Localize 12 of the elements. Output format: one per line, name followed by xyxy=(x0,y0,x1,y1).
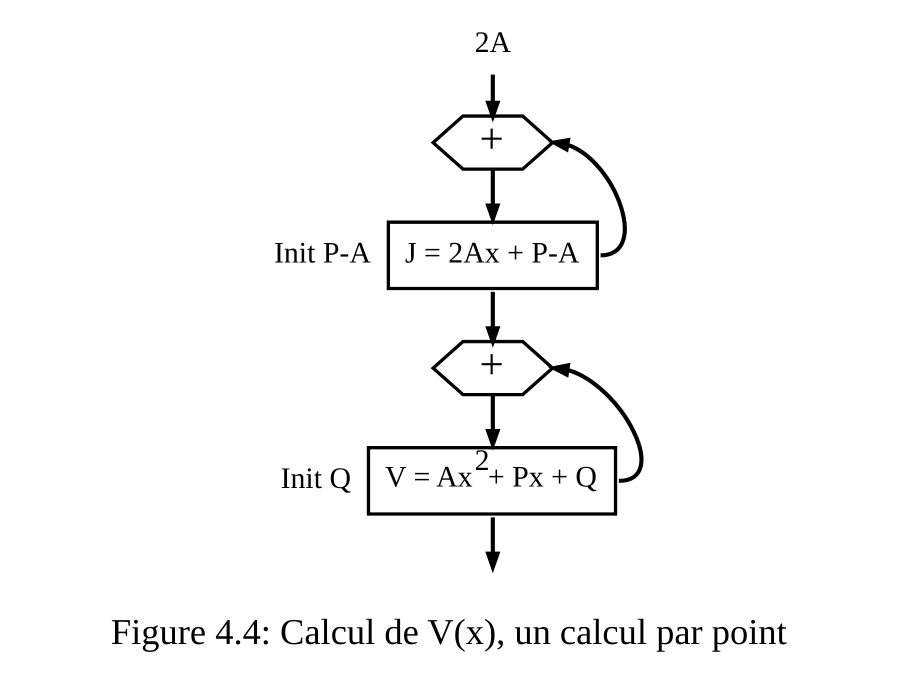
arrow xyxy=(484,394,500,451)
node-label: Init Q xyxy=(280,462,351,496)
arrow xyxy=(484,517,500,574)
arrow xyxy=(484,74,500,122)
arrow xyxy=(484,169,500,226)
node-box: J = 2Ax + P-A xyxy=(386,220,598,290)
caption: Figure 4.4: Calcul de V(x), un calcul par point xyxy=(110,610,786,652)
arrow xyxy=(547,362,643,483)
node-label: Init P-A xyxy=(273,236,370,270)
arrow xyxy=(548,138,626,258)
arrow xyxy=(484,292,500,348)
node-text: 2A xyxy=(474,26,511,60)
